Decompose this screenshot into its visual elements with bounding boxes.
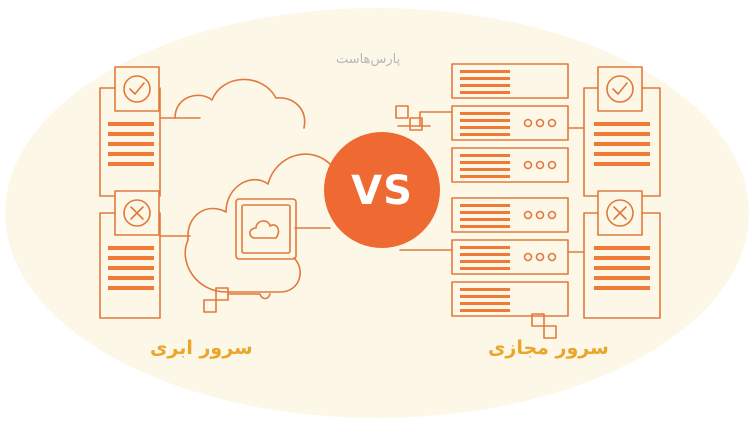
x-mark (613, 206, 627, 220)
check-mark (129, 82, 145, 95)
brand-logo-text: پارس‌هاست (336, 52, 401, 67)
document-text-lines (108, 122, 154, 166)
document-tab (597, 66, 643, 112)
document-text-lines (594, 246, 650, 290)
check-circle-icon (606, 75, 634, 103)
x-mark (130, 206, 144, 220)
check-mark (612, 82, 628, 95)
cloud-shape-back (174, 78, 306, 129)
document-tab (114, 66, 160, 112)
server-rack (451, 63, 569, 317)
cloud-shape-bottom (184, 239, 301, 293)
connector-line (227, 293, 271, 300)
node-square (543, 325, 557, 339)
cloud-box-inner (241, 204, 291, 254)
vs-circle (324, 132, 440, 248)
cloud-server-label: سرور ابری (150, 337, 253, 359)
check-circle-icon (123, 75, 151, 103)
server-vent-bars (460, 70, 510, 312)
vs-text: VS (351, 168, 413, 214)
virtual-server-label: سرور مجازی (488, 337, 609, 359)
node-square (531, 313, 545, 327)
node-square (203, 299, 217, 313)
connector-line (419, 111, 453, 127)
x-circle-icon (606, 199, 634, 227)
node-square (409, 117, 423, 131)
document-text-lines (108, 246, 154, 290)
x-circle-icon (123, 199, 151, 227)
node-square (395, 105, 409, 119)
cloud-box-frame (235, 198, 297, 260)
document-text-lines (594, 122, 650, 166)
cloud-icon (249, 220, 280, 239)
